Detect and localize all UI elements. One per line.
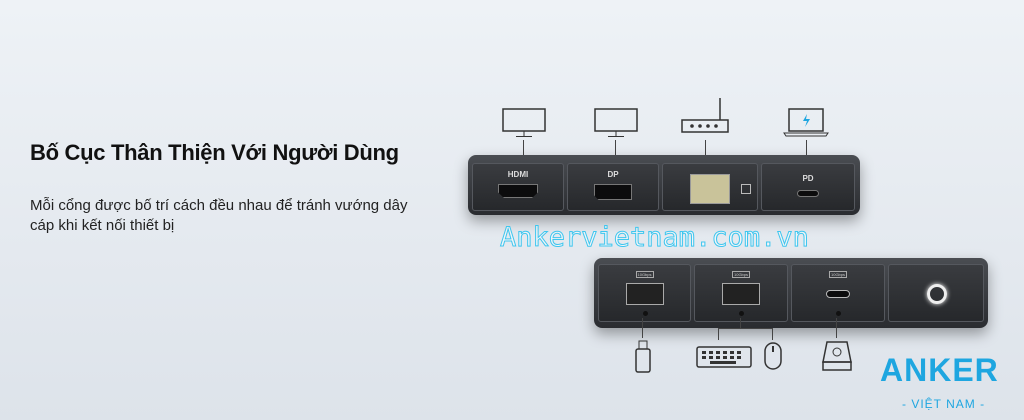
power-button xyxy=(927,284,947,304)
anker-logo-subtitle: - VIỆT NAM - xyxy=(902,397,986,411)
ethernet-port-section xyxy=(662,163,758,211)
pd-port-section: PD xyxy=(761,163,855,211)
hdmi-label: HDMI xyxy=(507,170,529,179)
watermark: Ankervietnam.com.vn xyxy=(500,222,810,254)
external-drive-icon xyxy=(822,341,852,371)
speed-label: 10Gbps xyxy=(635,271,654,278)
laptop-icon xyxy=(783,108,829,137)
speed-label: 10Gbps xyxy=(828,271,848,278)
ethernet-port xyxy=(690,174,730,204)
network-icon xyxy=(741,184,751,194)
anker-logo: ANKER xyxy=(880,352,999,388)
usb-drive-icon xyxy=(635,340,651,373)
dp-port-section: DP xyxy=(567,163,659,211)
usb-c-pd-port xyxy=(797,190,819,197)
hdmi-port xyxy=(498,184,538,198)
page-title: Bố Cục Thân Thiện Với Người Dùng xyxy=(30,140,399,165)
pd-label: PD xyxy=(802,174,814,183)
usb-a-section-2: 10Gbps xyxy=(694,264,788,322)
hub-rear: 10Gbps 10Gbps 10Gbps xyxy=(594,258,988,328)
mouse-icon xyxy=(764,342,782,370)
indicator-dot xyxy=(836,311,841,316)
power-section xyxy=(888,264,984,322)
hdmi-port-section: HDMI xyxy=(472,163,564,211)
router-icon xyxy=(681,98,729,133)
description: Mỗi cổng được bố trí cách đều nhau để tr… xyxy=(30,197,408,234)
indicator-dot xyxy=(739,311,744,316)
usb-c-section: 10Gbps xyxy=(791,264,885,322)
hub-front: HDMI DP PD xyxy=(468,155,860,215)
indicator-dot xyxy=(642,311,648,316)
usb-a-port xyxy=(722,283,760,305)
dp-label: DP xyxy=(607,170,619,179)
monitor-icon xyxy=(594,108,638,137)
usb-c-port xyxy=(826,290,850,298)
speed-label: 10Gbps xyxy=(731,271,751,278)
displayport-port xyxy=(594,184,632,200)
usb-a-port xyxy=(625,283,664,305)
monitor-icon xyxy=(502,108,546,137)
usb-a-section-1: 10Gbps xyxy=(598,264,691,322)
keyboard-icon xyxy=(696,346,752,368)
